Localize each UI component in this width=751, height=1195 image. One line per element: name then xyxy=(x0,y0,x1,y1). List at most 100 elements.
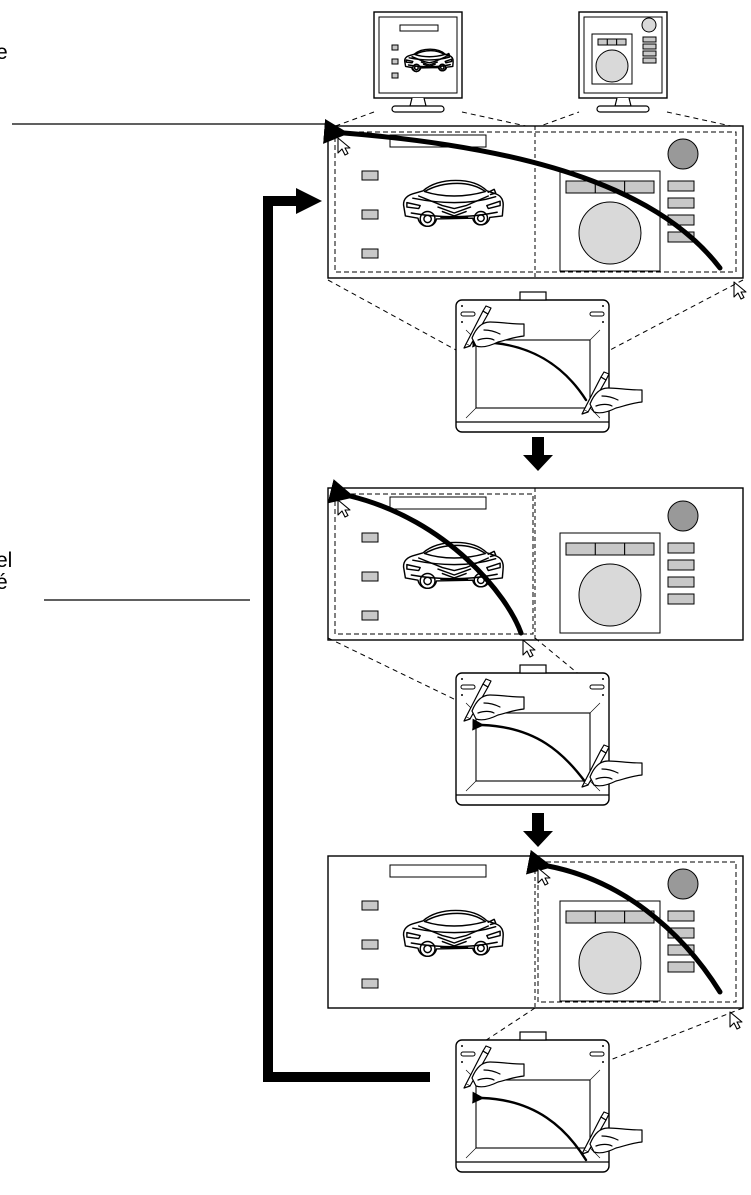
side-button xyxy=(361,978,379,989)
express-key xyxy=(460,311,476,317)
pen-tip-cap xyxy=(482,305,492,315)
side-button xyxy=(391,58,399,65)
palette-tab xyxy=(594,542,626,556)
title-bar xyxy=(399,24,439,32)
car-drawing-icon xyxy=(402,179,504,228)
monitor-icon xyxy=(578,11,668,113)
side-button-stack xyxy=(361,170,379,259)
side-button xyxy=(361,248,379,259)
title-bar xyxy=(389,496,487,510)
side-button xyxy=(361,939,379,950)
tablet-clip xyxy=(519,291,547,301)
status-led xyxy=(461,305,463,307)
palette-window xyxy=(559,170,661,272)
projection-line xyxy=(327,637,457,701)
side-button xyxy=(667,961,695,973)
palette-tab xyxy=(594,910,626,924)
pen-tip-cap xyxy=(600,371,610,381)
hand-icon xyxy=(463,678,525,722)
mouse-cursor-icon xyxy=(522,639,536,658)
cursor-path xyxy=(323,118,723,271)
pen-tablet-icon xyxy=(455,1031,643,1173)
projection-line xyxy=(609,279,744,351)
active-area xyxy=(475,339,591,409)
cropped-label-middle-line2: é xyxy=(0,571,8,594)
title-bar xyxy=(389,864,487,878)
projection-line xyxy=(534,111,580,129)
desktop-panel xyxy=(327,487,744,641)
side-button xyxy=(667,542,695,554)
pen-tablet-icon xyxy=(455,291,643,433)
palette-window xyxy=(591,33,633,85)
express-key xyxy=(589,684,605,690)
car-drawing-icon xyxy=(402,541,504,590)
car-drawing-icon xyxy=(402,909,504,958)
side-button xyxy=(642,57,657,64)
side-button-stack xyxy=(667,180,695,243)
palette-tab xyxy=(624,180,655,194)
mapped-area xyxy=(334,131,737,273)
car-drawing-icon xyxy=(403,48,454,73)
hand-icon xyxy=(581,1111,643,1155)
monitor-stand xyxy=(596,105,650,113)
tablet-stroke xyxy=(472,718,588,785)
cursor-path xyxy=(327,479,524,636)
mouse-cursor-icon xyxy=(337,137,351,156)
pen-tip-cap xyxy=(600,1111,610,1121)
circle-palette-icon xyxy=(667,868,699,900)
circle-palette-icon xyxy=(667,500,699,532)
status-led xyxy=(461,694,463,696)
palette-window xyxy=(559,900,661,1002)
status-led xyxy=(602,1061,604,1063)
palette-tab xyxy=(616,38,627,46)
monitor-stand xyxy=(391,105,445,113)
tablet-clip xyxy=(519,1031,547,1041)
mouse-cursor-icon xyxy=(337,499,351,518)
side-button xyxy=(642,50,657,57)
cropped-label-top: e xyxy=(0,41,8,64)
side-button xyxy=(667,559,695,571)
express-key xyxy=(460,684,476,690)
express-key xyxy=(589,311,605,317)
projection-line xyxy=(666,111,741,129)
status-led xyxy=(602,1045,604,1047)
circle-palette-icon xyxy=(641,17,657,33)
status-led xyxy=(461,1061,463,1063)
desktop-panel xyxy=(327,125,744,279)
side-button xyxy=(667,593,695,605)
status-led xyxy=(602,694,604,696)
pen-nib xyxy=(581,409,589,415)
tablet-stroke xyxy=(472,335,588,402)
arrow-down-icon xyxy=(523,437,553,471)
side-button-stack xyxy=(642,36,657,64)
side-button xyxy=(667,180,695,192)
palette-tab xyxy=(565,542,596,556)
side-button xyxy=(361,170,379,181)
hand-icon xyxy=(581,371,643,415)
circle-palette-icon xyxy=(667,138,699,170)
return-arrow-head xyxy=(296,188,322,214)
mouse-cursor-icon xyxy=(537,867,551,886)
pen-nib xyxy=(581,1149,589,1155)
status-led xyxy=(461,321,463,323)
mouse-cursor-icon xyxy=(729,1011,743,1030)
palette-window xyxy=(559,532,661,634)
side-button xyxy=(361,610,379,621)
side-button xyxy=(361,209,379,220)
express-key xyxy=(589,1051,605,1057)
palette-tab xyxy=(565,910,596,924)
active-area xyxy=(475,712,591,782)
status-led xyxy=(602,678,604,680)
pen-tip-cap xyxy=(482,1045,492,1055)
projection-line xyxy=(327,279,457,351)
side-button-stack xyxy=(391,44,399,79)
desktop-panel xyxy=(327,855,744,1009)
status-led xyxy=(461,1045,463,1047)
mapped-area xyxy=(537,861,737,1003)
side-button xyxy=(391,44,399,51)
monitor-neck xyxy=(409,97,427,107)
projection-line xyxy=(461,111,536,129)
tablet-stroke xyxy=(472,1091,588,1162)
